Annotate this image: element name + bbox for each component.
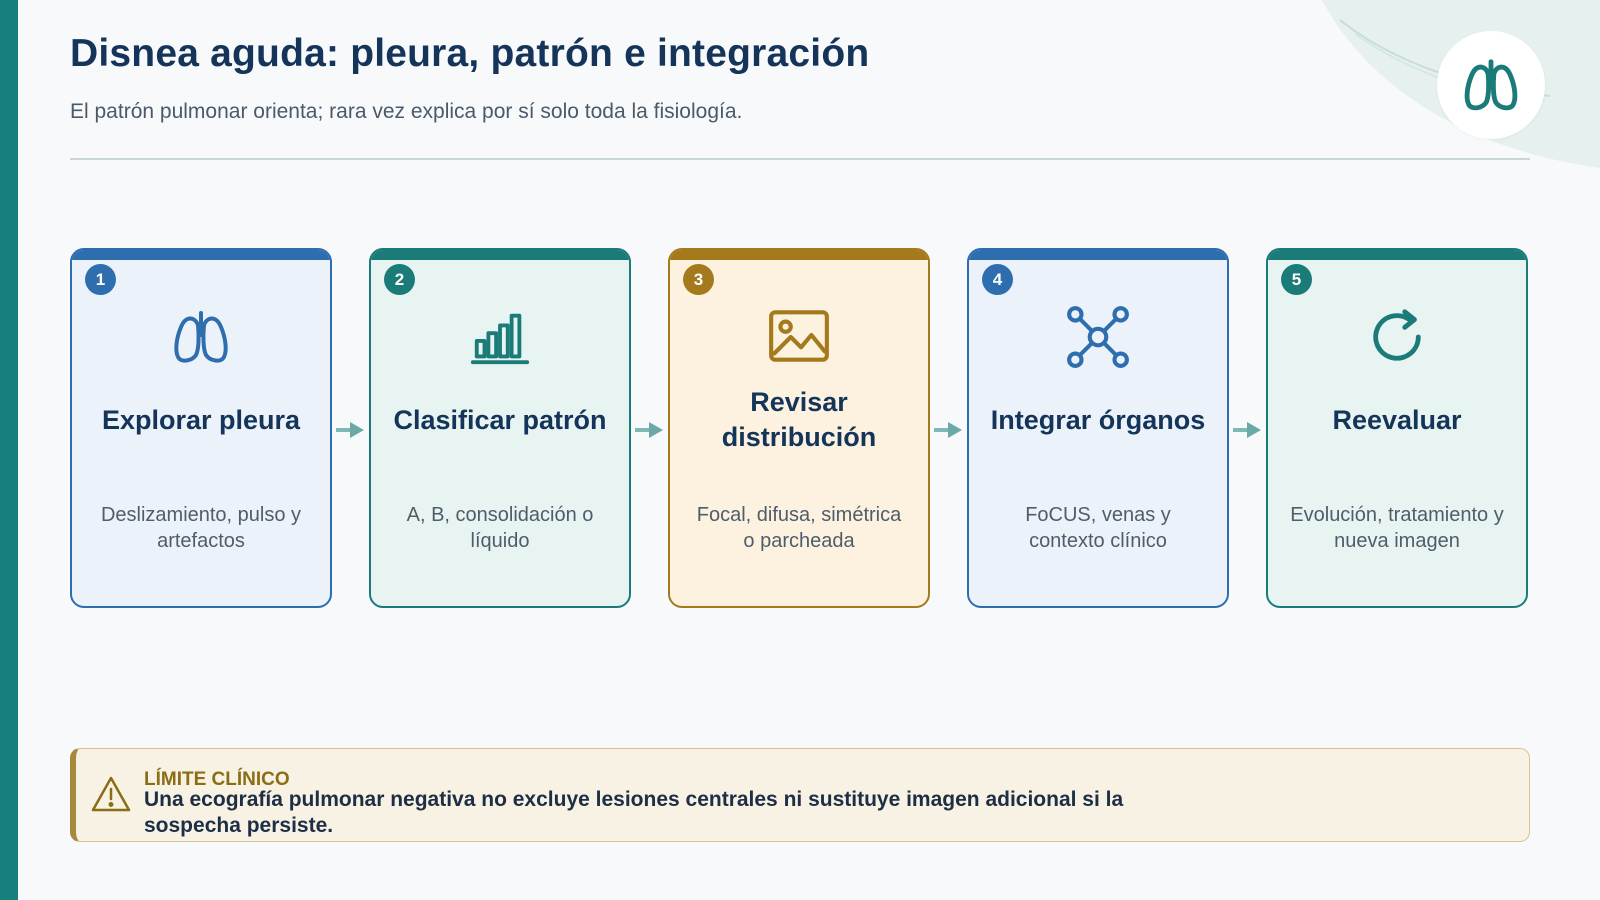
lungs-icon (174, 311, 228, 363)
step-card-2: 2 Clasificar patrón A, B, consolidación … (369, 248, 631, 608)
bar-chart-icon (470, 313, 530, 365)
callout-label: LÍMITE CLÍNICO (144, 769, 290, 790)
step-number-badge: 1 (85, 264, 116, 295)
card-top-bar (1268, 250, 1526, 260)
step-description: Focal, difusa, simétrica o parcheada (696, 504, 902, 552)
card-top-bar (371, 250, 629, 260)
page-title: Disnea aguda: pleura, patrón e integraci… (70, 32, 870, 75)
arrow-right-icon (934, 422, 962, 438)
step-card-4: 4 Integrar órganos FoCUS, venas y contex… (967, 248, 1229, 608)
arrow-right-icon (635, 422, 663, 438)
arrow-right-icon (1233, 422, 1261, 438)
step-number-badge: 2 (384, 264, 415, 295)
step-card-5: 5 Reevaluar Evolución, tratamiento y nue… (1266, 248, 1528, 608)
card-top-bar (670, 250, 928, 260)
step-description: A, B, consolidación o líquido (406, 504, 594, 552)
step-number-badge: 4 (982, 264, 1013, 295)
logo (1437, 31, 1545, 139)
clinical-limit-callout: LÍMITE CLÍNICO Una ecografía pulmonar ne… (70, 748, 1530, 842)
step-title: Reevaluar (1332, 404, 1462, 435)
image-icon (769, 310, 829, 362)
step-card-1: 1 Explorar pleura Deslizamiento, pulso y… (70, 248, 332, 608)
left-accent-bar (0, 0, 18, 900)
step-title: Clasificar patrón (393, 404, 607, 435)
card-top-bar (72, 250, 330, 260)
step-card-3: 3 Revisar distribución Focal, difusa, si… (668, 248, 930, 608)
callout-text: Una ecografía pulmonar negativa no exclu… (144, 788, 1124, 837)
page-subtitle: El patrón pulmonar orienta; rara vez exp… (70, 100, 743, 123)
network-icon (1067, 306, 1129, 368)
step-description: FoCUS, venas y contexto clínico (1025, 504, 1171, 552)
step-title: Revisar distribución (721, 387, 877, 452)
step-number-badge: 5 (1281, 264, 1312, 295)
arrow-right-icon (336, 422, 364, 438)
lungs-icon (1464, 59, 1518, 111)
card-top-bar (969, 250, 1227, 260)
refresh-icon (1373, 309, 1421, 361)
warning-icon (91, 776, 131, 812)
header-divider (70, 158, 1530, 160)
step-number-badge: 3 (683, 264, 714, 295)
step-title: Integrar órganos (990, 404, 1206, 435)
step-description: Evolución, tratamiento y nueva imagen (1290, 504, 1504, 552)
step-title: Explorar pleura (101, 404, 301, 435)
step-description: Deslizamiento, pulso y artefactos (100, 504, 302, 552)
